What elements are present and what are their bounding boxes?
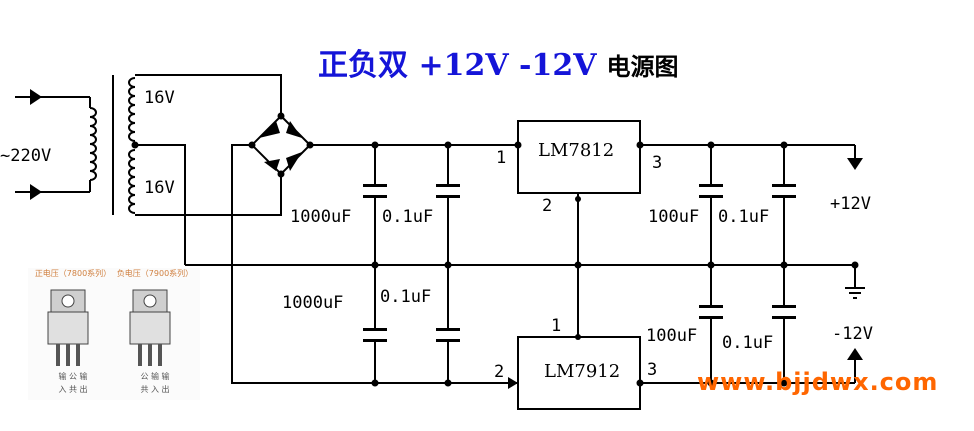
- package-right-pin-row-2: 共 入 出: [140, 385, 170, 394]
- c3-label: 1000uF: [282, 293, 344, 313]
- input-arrow-top: [30, 89, 42, 105]
- ground-symbol: [845, 265, 865, 299]
- lm7812-pin-gnd: 2: [542, 196, 553, 216]
- lm7812-pin-in: 1: [496, 148, 507, 168]
- package-left-heading: 正电压（7800系列）: [34, 269, 112, 278]
- package-left-pin-row-2: 入 共 出: [58, 385, 88, 394]
- secondary-top-label: 16V: [144, 88, 175, 108]
- c8-label: 0.1uF: [722, 333, 774, 353]
- c7-label: 100uF: [646, 326, 698, 346]
- c5-label: 100uF: [648, 207, 700, 227]
- capacitor-c5: [699, 184, 723, 187]
- c2-label: 0.1uF: [382, 207, 434, 227]
- pos-output-arrow: [847, 158, 863, 170]
- c1-label: 1000uF: [290, 207, 352, 227]
- package-illustration-negative: 负电压（7900系列） 公 输 输 共 入 出: [110, 268, 200, 400]
- to220-package-left: [47, 289, 89, 366]
- transformer-secondary-coil: [128, 77, 136, 214]
- c6-label: 0.1uF: [718, 207, 770, 227]
- bridge-diodes: [259, 121, 302, 171]
- negative-output-label: -12V: [832, 324, 873, 344]
- positive-output-label: +12V: [830, 194, 871, 214]
- capacitor-c2: [436, 184, 460, 187]
- bridge-rectifier: [250, 114, 312, 176]
- input-arrow-bottom: [30, 184, 42, 200]
- to220-package-right: [129, 289, 171, 366]
- watermark: www.bjjdwx.com: [697, 368, 939, 396]
- c4-label: 0.1uF: [380, 287, 432, 307]
- capacitor-c1: [363, 184, 387, 187]
- secondary-bottom-label: 16V: [144, 178, 175, 198]
- lm7912-pin-out: 3: [647, 360, 658, 380]
- title-suffix: 电源图: [606, 53, 679, 81]
- package-right-pin-row-1: 公 输 输: [140, 372, 170, 381]
- junction-dots: [131, 112, 859, 387]
- lm7812-label: LM7812: [538, 140, 615, 161]
- package-left-pin-row-1: 输 公 输: [58, 372, 88, 381]
- capacitor-c7: [699, 305, 723, 308]
- capacitor-c4: [436, 328, 460, 331]
- page-title: 正负双 +12V -12V 电源图: [318, 40, 679, 84]
- transformer-primary-coil: [89, 107, 97, 181]
- lm7912-pin-in: 2: [494, 362, 505, 382]
- package-right-heading: 负电压（7900系列）: [116, 269, 194, 278]
- capacitor-c8: [772, 305, 796, 308]
- capacitor-c3: [363, 328, 387, 331]
- title-main: 正负双 +12V -12V: [318, 48, 597, 83]
- lm7812-pin-out: 3: [652, 153, 663, 173]
- center-tap-lead: [135, 144, 186, 265]
- neg-output-arrow: [847, 348, 863, 360]
- capacitor-c6: [772, 184, 796, 187]
- ac-input-label: ~220V: [0, 146, 52, 166]
- secondary-bottom-lead: [135, 172, 282, 216]
- package-illustration-positive: 正电压（7800系列） 输 公 输 入 共 出: [28, 268, 118, 400]
- secondary-top-lead: [135, 74, 282, 116]
- lm7912-label: LM7912: [544, 361, 621, 382]
- lm7912-pin-gnd: 1: [551, 316, 562, 336]
